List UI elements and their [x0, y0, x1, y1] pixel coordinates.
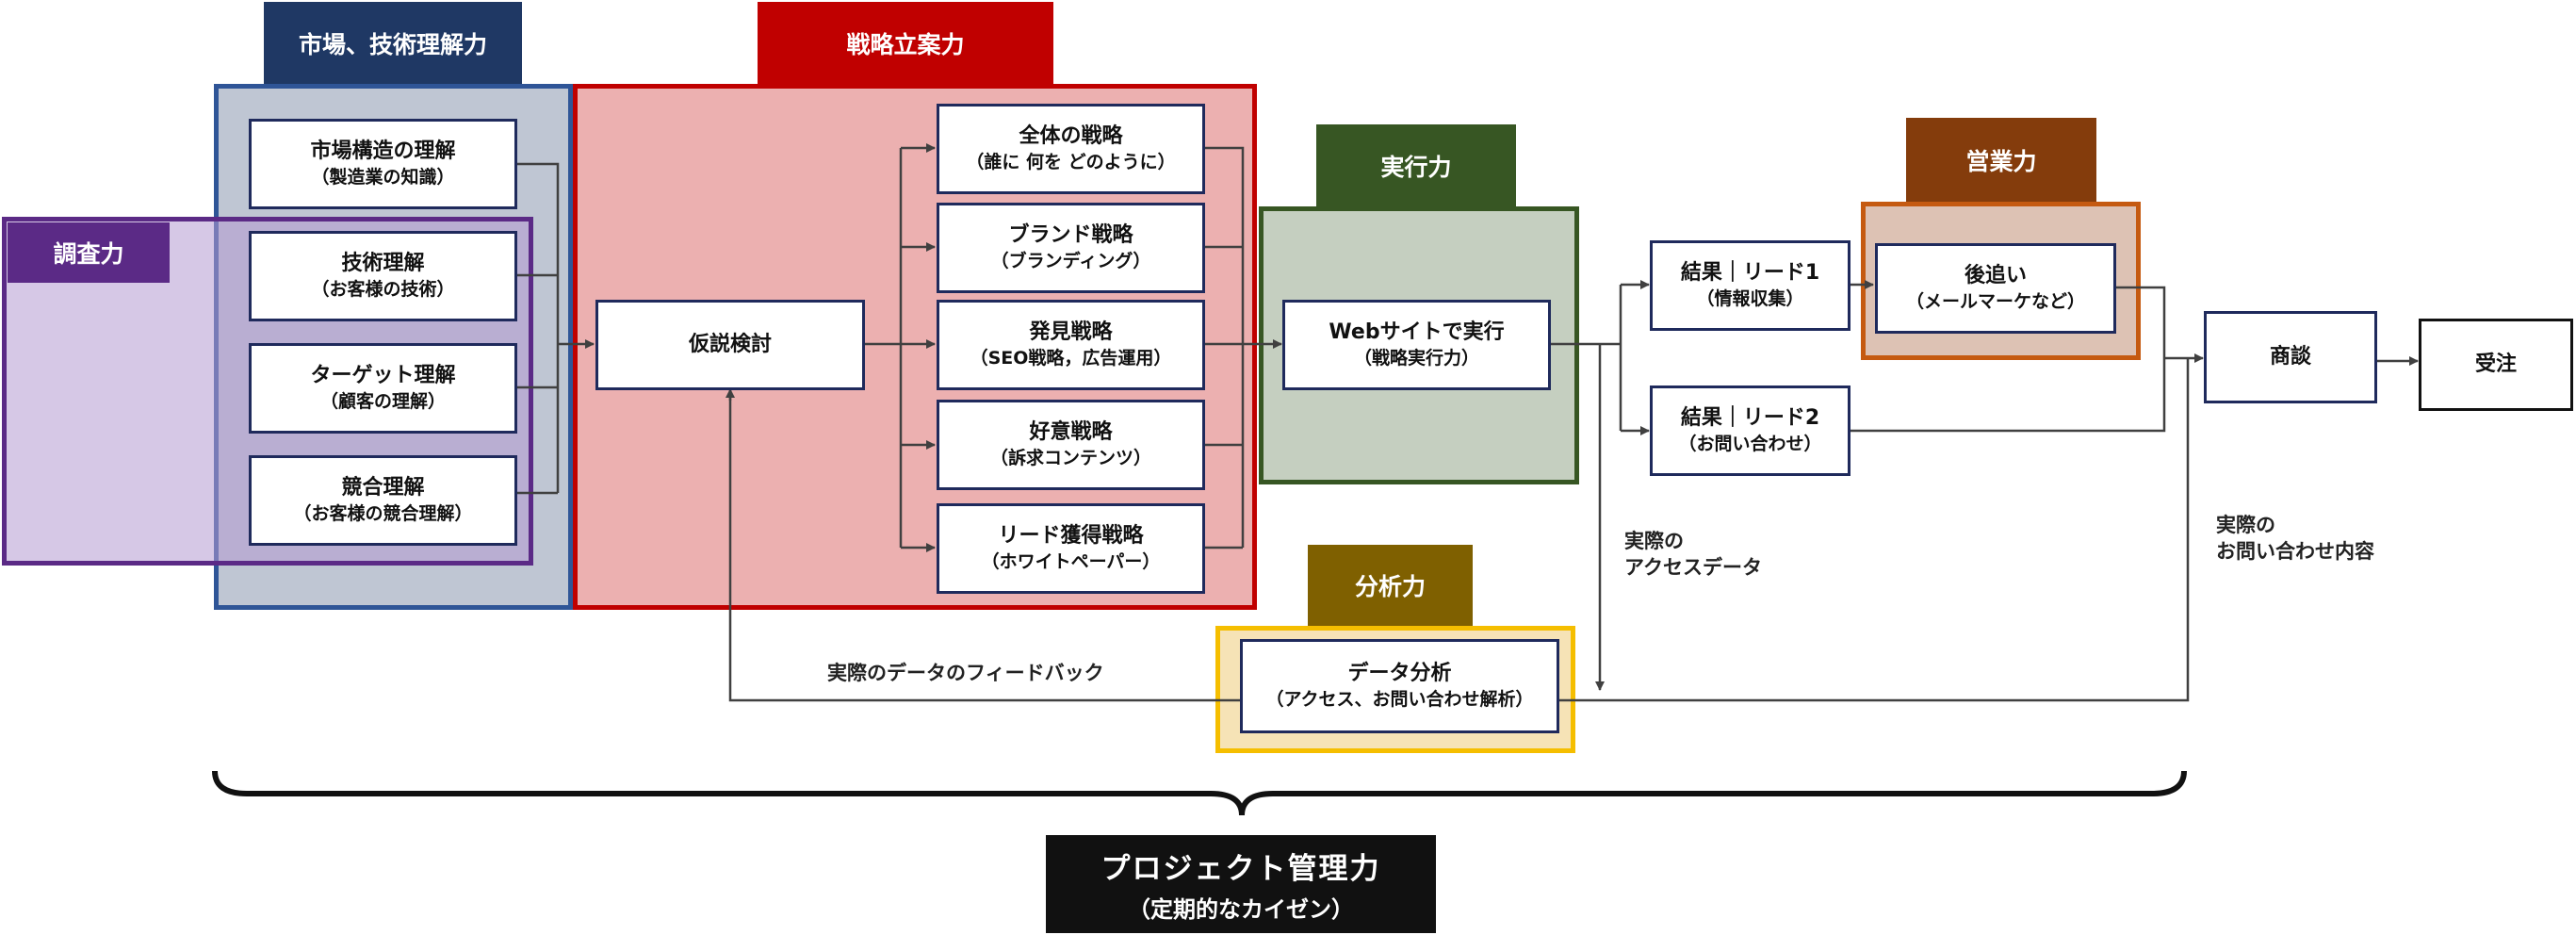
strategy-tab: 戦略立案力	[758, 2, 1053, 84]
follow-up-node: 後追い （メールマーケなど）	[1875, 243, 2116, 334]
discovery-strategy-node: 発見戦略 （SEO戦略，広告運用）	[937, 300, 1205, 390]
node-subtitle: （アクセス、お問い合わせ解析）	[1265, 688, 1534, 710]
favor-strategy-node: 好意戦略 （訴求コンテンツ）	[937, 400, 1205, 490]
node-title: 結果｜リード2	[1680, 406, 1820, 431]
sales-tab: 営業力	[1906, 118, 2096, 202]
node-title: 仮説検討	[688, 332, 772, 356]
node-subtitle: （お客様の競合理解）	[293, 502, 473, 524]
node-title: Webサイトで実行	[1329, 320, 1505, 345]
node-title: 結果｜リード1	[1680, 261, 1820, 286]
node-subtitle: （誰に 何を どのように）	[966, 151, 1176, 172]
node-subtitle: （顧客の理解）	[319, 390, 446, 412]
node-subtitle: （製造業の知識）	[311, 166, 455, 188]
node-title: ターゲット理解	[310, 364, 456, 388]
node-subtitle: （お客様の技術）	[311, 278, 455, 300]
overall-strategy-node: 全体の戦略 （誰に 何を どのように）	[937, 104, 1205, 194]
market-understanding-label: 市場、技術理解力	[298, 30, 487, 58]
result-lead2-node: 結果｜リード2 （お問い合わせ）	[1650, 385, 1850, 476]
result-lead1-node: 結果｜リード1 （情報収集）	[1650, 240, 1850, 331]
web-execution-node: Webサイトで実行 （戦略実行力）	[1282, 300, 1551, 390]
strategy-label: 戦略立案力	[846, 30, 965, 58]
lead-strategy-node: リード獲得戦略 （ホワイトペーパー）	[937, 503, 1205, 594]
node-title: 好意戦略	[1029, 420, 1113, 445]
connector-line	[1559, 358, 2190, 702]
node-subtitle: （メールマーケなど）	[1905, 290, 2085, 312]
node-title: 後追い	[1964, 264, 2027, 288]
negotiation-node: 商談	[2204, 311, 2377, 403]
research-label: 調査力	[53, 240, 124, 268]
node-subtitle: （訴求コンテンツ）	[989, 447, 1151, 468]
market-structure-node: 市場構造の理解 （製造業の知識）	[249, 119, 517, 209]
node-title: 技術理解	[341, 252, 425, 276]
order-node: 受注	[2419, 319, 2573, 411]
project-management-box: プロジェクト管理力 （定期的なカイゼン）	[1046, 835, 1436, 933]
node-title: 商談	[2269, 344, 2311, 369]
project-subtitle: （定期的なカイゼン）	[1128, 896, 1354, 923]
market-understanding-tab: 市場、技術理解力	[264, 2, 522, 84]
curly-brace	[212, 770, 2187, 816]
analysis-tab: 分析力	[1308, 545, 1473, 626]
project-title: プロジェクト管理力	[1101, 852, 1381, 886]
actual-access-label: 実際の アクセスデータ	[1624, 530, 1762, 580]
node-title: 受注	[2474, 352, 2517, 376]
execution-tab: 実行力	[1316, 124, 1516, 206]
node-subtitle: （戦略実行力）	[1353, 347, 1479, 369]
target-understanding-node: ターゲット理解 （顧客の理解）	[249, 343, 517, 434]
sales-label: 営業力	[1965, 147, 2037, 175]
node-title: 市場構造の理解	[310, 139, 456, 164]
node-subtitle: （ブランディング）	[990, 250, 1151, 271]
node-title: 発見戦略	[1029, 320, 1113, 345]
feedback-label: 実際のデータのフィードバック	[827, 662, 1104, 684]
connector-line	[517, 162, 560, 493]
hypothesis-node: 仮説検討	[595, 300, 865, 390]
node-title: 全体の戦略	[1019, 124, 1123, 149]
execution-label: 実行力	[1380, 153, 1452, 181]
node-title: データ分析	[1347, 662, 1452, 686]
analysis-label: 分析力	[1354, 573, 1426, 600]
brand-strategy-node: ブランド戦略 （ブランディング）	[937, 203, 1205, 293]
actual-inquiry-label: 実際の お問い合わせ内容	[2216, 514, 2374, 564]
tech-understanding-node: 技術理解 （お客様の技術）	[249, 231, 517, 321]
connector-line	[1205, 146, 1245, 548]
node-subtitle: （情報収集）	[1696, 287, 1804, 309]
connector-line	[728, 397, 1240, 702]
node-title: リード獲得戦略	[998, 524, 1144, 549]
competitor-understanding-node: 競合理解 （お客様の競合理解）	[249, 455, 517, 546]
node-subtitle: （ホワイトペーパー）	[981, 550, 1161, 572]
node-title: 競合理解	[341, 476, 425, 500]
node-subtitle: （SEO戦略，広告運用）	[970, 347, 1172, 369]
node-subtitle: （お問い合わせ）	[1678, 433, 1822, 454]
data-analysis-node: データ分析 （アクセス、お問い合わせ解析）	[1240, 639, 1559, 733]
node-title: ブランド戦略	[1008, 223, 1133, 248]
research-tab: 調査力	[8, 222, 170, 283]
